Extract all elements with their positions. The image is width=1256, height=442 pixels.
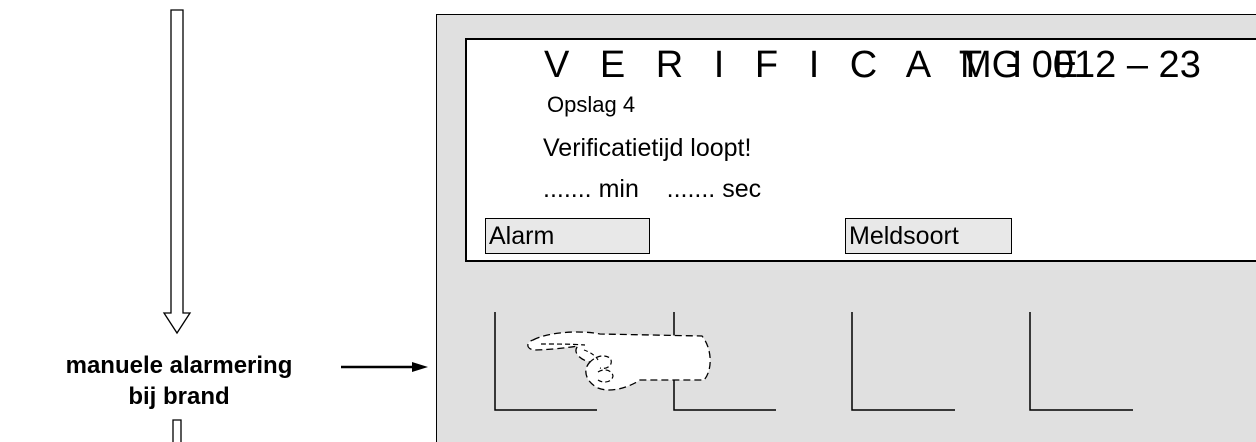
display-title: V E R I F I C A T I E xyxy=(544,44,1089,86)
key-1[interactable] xyxy=(494,312,597,411)
display-code: MG 0012 – 23 xyxy=(960,44,1201,86)
caption-line-1: manuele alarmering xyxy=(65,352,293,379)
softkey-meldsoort-label[interactable]: Meldsoort xyxy=(845,218,1012,254)
display-line-opslag: Opslag 4 xyxy=(547,92,636,117)
down-arrow-top xyxy=(162,9,192,335)
down-arrow-bottom xyxy=(172,419,182,442)
display-line-status: Verificatietijd loopt! xyxy=(543,134,752,162)
pointer-arrowhead xyxy=(412,362,428,372)
key-4[interactable] xyxy=(1029,312,1133,411)
key-3[interactable] xyxy=(851,312,955,411)
caption-line-2: bij brand xyxy=(128,383,230,410)
flow-caption: manuele alarmering bij brand xyxy=(0,350,358,412)
softkey-alarm-label[interactable]: Alarm xyxy=(485,218,650,254)
pointing-hand-icon xyxy=(527,331,711,391)
display-line-timer: ....... min ....... sec xyxy=(543,175,762,203)
